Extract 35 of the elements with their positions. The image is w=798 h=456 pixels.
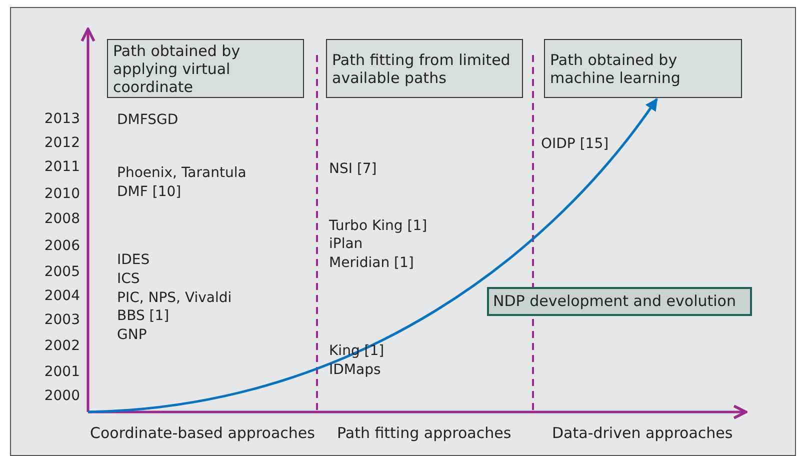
system-label: King [1] <box>329 343 384 360</box>
year-label: 2013 <box>44 111 80 128</box>
trend-arrow <box>88 98 658 414</box>
system-label: IDMaps <box>329 362 381 379</box>
system-label: iPlan <box>329 236 363 253</box>
axis-category-label: Path fitting approaches <box>337 425 512 442</box>
year-label: 2008 <box>44 211 80 228</box>
system-label: Turbo King [1] <box>329 218 428 235</box>
year-label: 2012 <box>44 135 80 152</box>
year-label: 2003 <box>44 312 80 329</box>
year-label: 2011 <box>44 159 80 176</box>
system-label: DMF [10] <box>117 184 182 201</box>
system-label: PIC, NPS, Vivaldi <box>117 290 232 307</box>
axis-category-label: Coordinate-based approaches <box>90 425 315 442</box>
trend-label-box: NDP development and evolution <box>487 287 752 316</box>
year-label: 2002 <box>44 338 80 355</box>
system-label: ICS <box>117 271 140 288</box>
year-label: 2004 <box>44 288 80 305</box>
system-label: OIDP [15] <box>541 136 609 153</box>
category-header-box: Path obtained by applying virtual coordinate <box>107 39 304 98</box>
year-label: 2005 <box>44 264 80 281</box>
category-header-box: Path fitting from limited available paths <box>326 39 523 98</box>
axis-category-label: Data-driven approaches <box>552 425 733 442</box>
year-label: 2010 <box>44 186 80 203</box>
category-header-box: Path obtained by machine learning <box>544 39 742 98</box>
system-label: IDES <box>117 252 150 269</box>
year-label: 2006 <box>44 238 80 255</box>
year-label: 2001 <box>44 364 80 381</box>
year-label: 2000 <box>44 388 80 405</box>
system-label: NSI [7] <box>329 161 377 178</box>
system-label: BBS [1] <box>117 308 170 325</box>
system-label: DMFSGD <box>117 112 178 129</box>
system-label: Phoenix, Tarantula <box>117 165 246 182</box>
system-label: GNP <box>117 327 147 344</box>
system-label: Meridian [1] <box>329 255 414 272</box>
